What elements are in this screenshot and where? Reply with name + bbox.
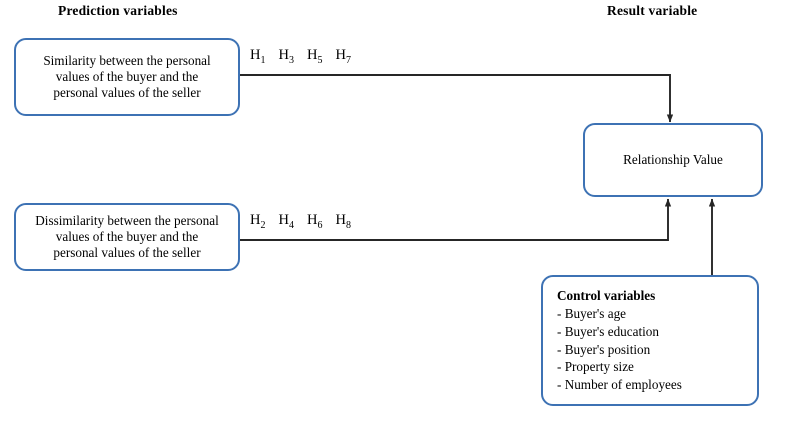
hypothesis-label-h7: H7 [335, 47, 351, 66]
hypothesis-label-h4: H4 [278, 212, 294, 231]
node-dissimilarity-text: Dissimilarity between the personal value… [27, 213, 226, 261]
node-dissimilarity-line-3: personal values of the seller [53, 245, 201, 261]
heading-result-variable: Result variable [607, 3, 698, 18]
hypothesis-label-h8: H8 [335, 212, 351, 231]
node-dissimilarity-line-2: values of the buyer and the [55, 228, 199, 244]
node-similarity-line-3: personal values of the seller [53, 85, 201, 101]
node-dissimilarity-line-1: Dissimilarity between the personal [35, 212, 219, 228]
node-similarity-line-2: values of the buyer and the [55, 68, 199, 84]
hypothesis-labels-odd: H1 H3 H5 H7 [250, 47, 364, 66]
control-variables-item: - Property size [557, 359, 634, 375]
node-similarity-text: Similarity between the personal values o… [35, 53, 218, 101]
heading-prediction-variables: Prediction variables [58, 3, 178, 18]
node-similarity-line-1: Similarity between the personal [43, 52, 211, 68]
node-similarity[interactable]: Similarity between the personal values o… [14, 38, 240, 116]
node-control-variables-text: Control variables - Buyer's age - Buyer'… [543, 287, 682, 393]
hypothesis-label-h1: H1 [250, 47, 266, 66]
control-variables-item: - Buyer's age [557, 306, 627, 322]
hypothesis-label-h5: H5 [306, 47, 323, 66]
hypothesis-label-h2: H2 [250, 212, 266, 231]
node-relationship-value[interactable]: Relationship Value [583, 123, 763, 197]
node-dissimilarity[interactable]: Dissimilarity between the personal value… [14, 203, 240, 271]
control-variables-list: - Buyer's age - Buyer's education - Buye… [557, 305, 682, 393]
control-variables-title: Control variables [557, 288, 656, 304]
control-variables-item: - Buyer's position [557, 341, 651, 357]
hypothesis-labels-even: H2 H4 H6 H8 [250, 212, 364, 231]
control-variables-item: - Buyer's education [557, 323, 659, 339]
node-relationship-value-text: Relationship Value [623, 151, 723, 167]
connector-similarity-to-relationship [240, 74, 674, 123]
node-control-variables[interactable]: Control variables - Buyer's age - Buyer'… [541, 275, 759, 406]
hypothesis-label-h6: H6 [306, 212, 323, 231]
hypothesis-label-h3: H3 [278, 47, 294, 66]
control-variables-item: - Number of employees [557, 376, 682, 392]
